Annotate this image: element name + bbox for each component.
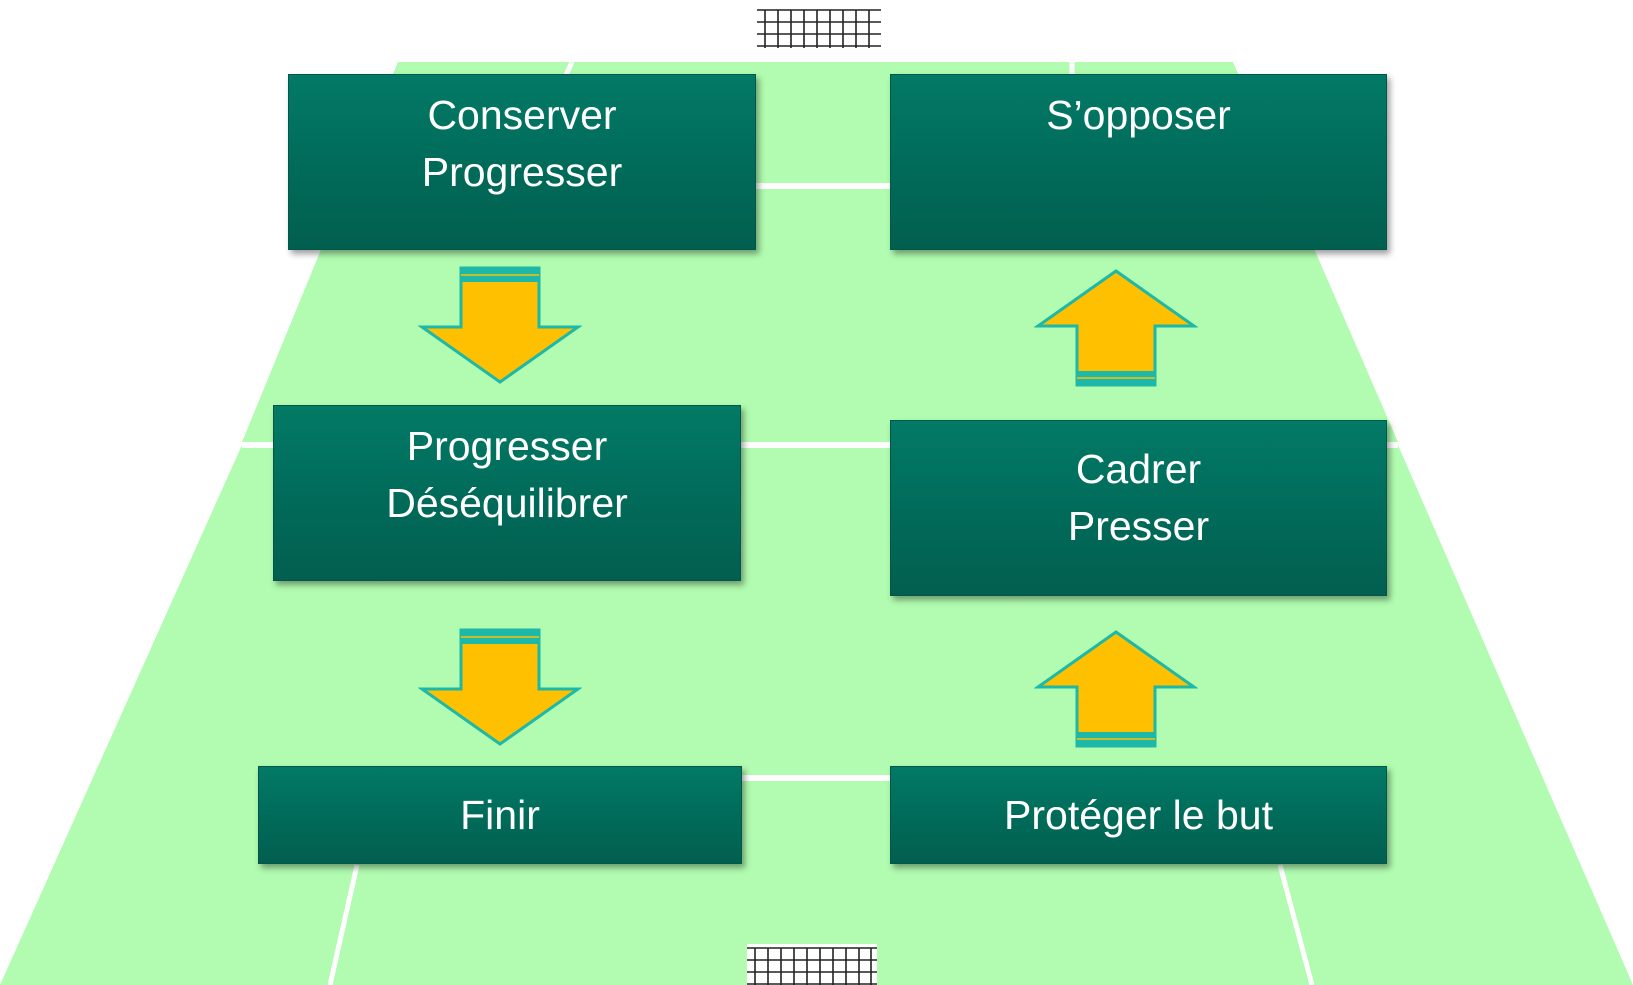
defense-box-1-line-1: S’opposer (1046, 92, 1231, 138)
defense-box-2-line-2: Presser (1067, 503, 1210, 549)
attack-box-3-line-1: Finir (460, 791, 540, 838)
defense-box-2-line-1: Cadrer (1075, 446, 1202, 492)
pitch-lower-half (0, 445, 1633, 985)
goal-bottom-icon (747, 944, 877, 985)
attack-box-2-line-1: Progresser (406, 423, 608, 469)
pitch-line-bottom-right-box (1277, 864, 1315, 985)
up-arrow-icon (1034, 269, 1198, 387)
goal-top-icon (757, 8, 881, 48)
attack-box-1-line-1: Conserver (427, 92, 617, 138)
attack-box-finir: Finir (258, 766, 742, 864)
pitch-line-top-left-box (563, 60, 575, 77)
attack-box-1-line-2: Progresser (421, 149, 623, 195)
attack-box-2-line-2: Déséquilibrer (386, 480, 628, 526)
attack-box-conserver-progresser: Conserver Progresser (288, 74, 756, 250)
defense-box-s-opposer: S’opposer (890, 74, 1387, 250)
defense-box-3-line-1: Protéger le but (1004, 791, 1273, 838)
defense-box-proteger-le-but: Protéger le but (890, 766, 1387, 864)
up-arrow-icon (1034, 630, 1198, 748)
defense-box-cadrer-presser: Cadrer Presser (890, 420, 1387, 596)
attack-box-progresser-desequilibrer: Progresser Déséquilibrer (273, 405, 741, 581)
down-arrow-icon (418, 266, 582, 384)
down-arrow-icon (418, 628, 582, 746)
pitch-line-bottom-left-box (327, 864, 360, 985)
